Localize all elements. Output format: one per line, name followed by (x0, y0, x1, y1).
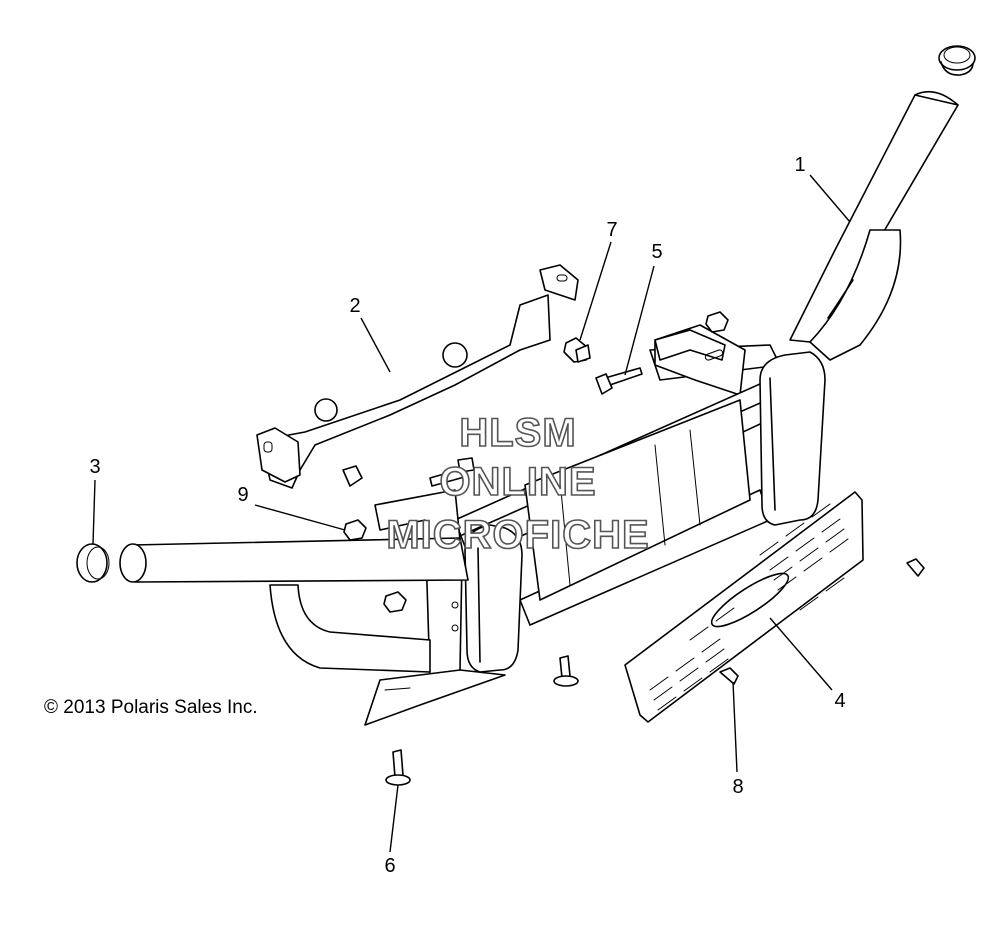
callout-numbers: 1 2 3 4 5 6 7 8 9 (89, 154, 845, 877)
callout-2: 2 (349, 295, 360, 317)
callout-9: 9 (237, 484, 248, 506)
callout-1: 1 (794, 154, 805, 176)
watermark-line3: MICROFICHE (386, 513, 649, 557)
callout-4: 4 (834, 690, 845, 712)
callout-3: 3 (89, 456, 100, 478)
bolt-mid-left (342, 457, 475, 487)
part-1-bumper-tube (789, 90, 959, 361)
end-cap-top (938, 45, 976, 76)
part-3-end-cap (76, 543, 110, 583)
part-7-bolt (563, 337, 591, 363)
part-4-grille (624, 491, 864, 723)
screw-bottom-center (553, 655, 579, 687)
callout-8: 8 (732, 776, 743, 798)
watermark-line1: HLSM (459, 411, 576, 455)
callout-7: 7 (606, 219, 617, 241)
bumper-frame (269, 324, 826, 726)
callout-5: 5 (651, 241, 662, 263)
screw-right (906, 558, 925, 577)
copyright-text: © 2013 Polaris Sales Inc. (44, 697, 258, 718)
nut-left-block (383, 591, 407, 613)
watermark: HLSM ONLINE MICROFICHE (386, 410, 650, 558)
left-tube (119, 537, 469, 583)
part-9-nut (343, 519, 367, 541)
leader-lines (92, 174, 851, 853)
part-5-bolt (595, 367, 643, 395)
nut-top-right (705, 311, 729, 333)
callout-6: 6 (384, 855, 395, 877)
part-2-bracket (256, 264, 579, 489)
part-8-screw (719, 667, 739, 685)
watermark-line2: ONLINE (439, 460, 596, 504)
part-6-screw (385, 749, 411, 786)
